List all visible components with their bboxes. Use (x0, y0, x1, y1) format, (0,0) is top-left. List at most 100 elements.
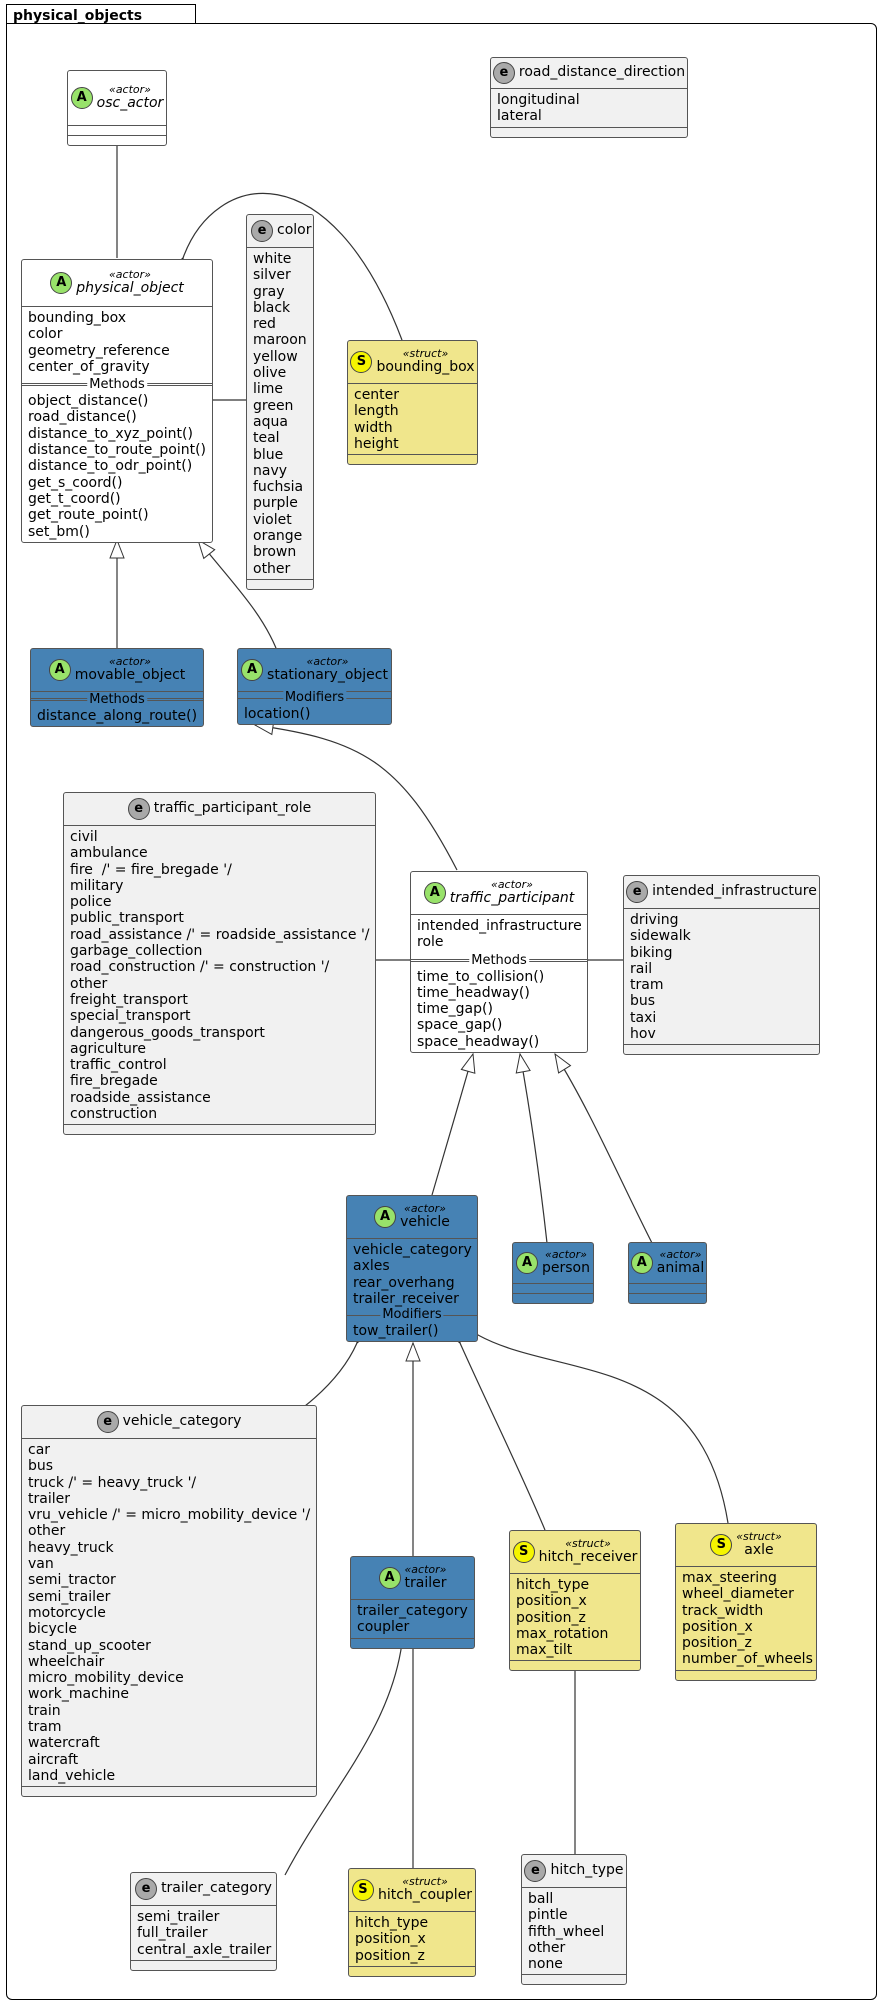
stereotype-label: «struct» (402, 1875, 448, 1889)
class-name: person (542, 1260, 590, 1277)
struct-hitch-receiver[interactable]: S «struct» hitch_receiver hitch_type pos… (509, 1530, 641, 1672)
stereotype-label: «struct» (736, 1530, 782, 1544)
class-name: vehicle (400, 1214, 450, 1231)
stereotype-label: «actor» (306, 655, 349, 669)
class-attributes: bounding_box color geometry_reference ce… (28, 310, 170, 375)
stereotype-label: «struct» (565, 1537, 611, 1551)
stereotype-label: «actor» (404, 1202, 446, 1216)
abstract-class-icon: A (70, 87, 93, 109)
class-attributes: trailer_category coupler (351, 1600, 474, 1639)
struct-icon: S (351, 1879, 374, 1901)
struct-fields: center length width height (348, 384, 477, 456)
abstract-class-icon: A (630, 1252, 653, 1274)
class-methods: time_to_collision() time_headway() time_… (417, 968, 545, 1050)
class-name: traffic_participant (449, 890, 575, 907)
class-movable-object[interactable]: A «actor» movable_object Methods distanc… (30, 648, 204, 728)
enum-trailer-category[interactable]: e trailer_category semi_trailer full_tra… (130, 1872, 277, 1971)
class-physical-object[interactable]: A «actor» physical_object bounding_box c… (21, 259, 213, 543)
enum-icon: e (135, 1878, 158, 1900)
class-name: hitch_type (550, 1862, 624, 1879)
abstract-class-icon: A (241, 659, 264, 681)
enum-color[interactable]: e color white silver gray black red maro… (246, 214, 314, 590)
class-name: road_distance_direction (518, 64, 686, 81)
abstract-class-icon: A (378, 1567, 401, 1589)
class-stationary-object[interactable]: A «actor» stationary_object Modifiers lo… (237, 648, 392, 726)
class-osc-actor[interactable]: A «actor» osc_actor (67, 70, 167, 146)
enum-hitch-type[interactable]: e hitch_type ball pintle fifth_wheel oth… (521, 1854, 627, 1986)
class-name: stationary_object (267, 667, 388, 684)
stereotype-label: «actor» (109, 83, 151, 97)
class-name: movable_object (74, 667, 186, 684)
class-name: trailer_category (161, 1880, 272, 1897)
class-name: vehicle_category (122, 1413, 242, 1430)
abstract-class-icon: A (516, 1252, 538, 1274)
enum-values: ball pintle fifth_wheel other none (522, 1888, 626, 1976)
class-attributes: intended_infrastructure role (417, 918, 582, 951)
class-vehicle[interactable]: A «actor» vehicle vehicle_category axles… (346, 1195, 478, 1343)
class-name: trailer (404, 1575, 447, 1592)
enum-values: white silver gray black red maroon yello… (247, 248, 313, 580)
stereotype-label: «actor» (109, 268, 151, 282)
struct-icon: S (710, 1534, 733, 1556)
stereotype-label: «actor» (404, 1563, 447, 1577)
class-animal[interactable]: A «actor» animal (628, 1242, 707, 1304)
enum-icon: e (492, 62, 515, 84)
abstract-class-icon: A (48, 659, 71, 681)
enum-values: car bus truck /' = heavy_truck '/ traile… (22, 1439, 316, 1788)
modifiers-separator: Modifiers (282, 690, 347, 706)
class-name: physical_object (76, 280, 184, 297)
methods-separator: Methods (469, 952, 529, 969)
struct-fields: hitch_type position_x position_z max_rot… (510, 1574, 640, 1662)
enum-vehicle-category[interactable]: e vehicle_category car bus truck /' = he… (21, 1405, 317, 1798)
enum-icon: e (524, 1860, 547, 1882)
abstract-class-icon: A (423, 882, 446, 904)
enum-icon: e (251, 220, 273, 242)
enum-values: longitudinal lateral (491, 89, 687, 128)
methods-separator: Methods (87, 377, 147, 394)
class-name: osc_actor (96, 95, 164, 112)
package-frame (6, 23, 877, 2000)
class-methods: tow_trailer() (353, 1323, 439, 1340)
enum-values: civil ambulance fire /' = fire_bregade '… (64, 826, 375, 1126)
modifiers-separator: Modifiers (380, 1307, 444, 1324)
enum-intended-infrastructure[interactable]: e intended_infrastructure driving sidewa… (623, 875, 820, 1056)
package-name: physical_objects (13, 8, 143, 24)
stereotype-label: «actor» (545, 1248, 587, 1262)
class-traffic-participant[interactable]: A «actor» traffic_participant intended_i… (410, 871, 588, 1054)
enum-icon: e (626, 881, 649, 903)
struct-axle[interactable]: S «struct» axle max_steering wheel_diame… (675, 1523, 817, 1681)
struct-fields: hitch_type position_x position_z (349, 1912, 475, 1967)
class-methods: object_distance() road_distance() distan… (28, 393, 206, 540)
enum-values: driving sidewalk biking rail tram bus ta… (624, 909, 819, 1046)
abstract-class-icon: A (374, 1206, 397, 1228)
struct-hitch-coupler[interactable]: S «struct» hitch_coupler hitch_type posi… (348, 1868, 476, 1977)
class-name: color (277, 222, 312, 239)
methods-separator: Methods (87, 692, 147, 708)
class-name: intended_infrastructure (652, 883, 817, 900)
class-name: animal (656, 1260, 705, 1277)
class-name: hitch_coupler (377, 1887, 473, 1904)
struct-fields: max_steering wheel_diameter track_width … (676, 1567, 816, 1671)
enum-traffic-participant-role[interactable]: e traffic_participant_role civil ambulan… (63, 792, 376, 1136)
abstract-class-icon: A (50, 272, 73, 294)
class-person[interactable]: A «actor» person (512, 1242, 594, 1304)
class-methods: distance_along_route() (37, 708, 198, 724)
stereotype-label: «actor» (491, 878, 533, 892)
enum-road-distance-direction[interactable]: e road_distance_direction longitudinal l… (490, 57, 688, 138)
class-attributes: vehicle_category axles rear_overhang tra… (353, 1242, 472, 1307)
enum-values: semi_trailer full_trailer central_axle_t… (131, 1906, 276, 1961)
class-methods: location() (244, 706, 311, 722)
struct-bounding-box[interactable]: S «struct» bounding_box center length wi… (347, 340, 478, 466)
stereotype-label: «struct» (402, 347, 449, 361)
stereotype-label: «actor» (659, 1248, 702, 1262)
struct-icon: S (350, 351, 373, 373)
enum-icon: e (127, 798, 150, 820)
stereotype-label: «actor» (109, 655, 151, 669)
class-name: bounding_box (376, 359, 475, 376)
struct-icon: S (512, 1541, 535, 1563)
class-name: axle (744, 1542, 774, 1559)
class-trailer[interactable]: A «actor» trailer trailer_category coupl… (350, 1556, 475, 1649)
enum-icon: e (96, 1411, 119, 1433)
class-name: traffic_participant_role (153, 800, 312, 817)
class-name: hitch_receiver (538, 1549, 638, 1566)
